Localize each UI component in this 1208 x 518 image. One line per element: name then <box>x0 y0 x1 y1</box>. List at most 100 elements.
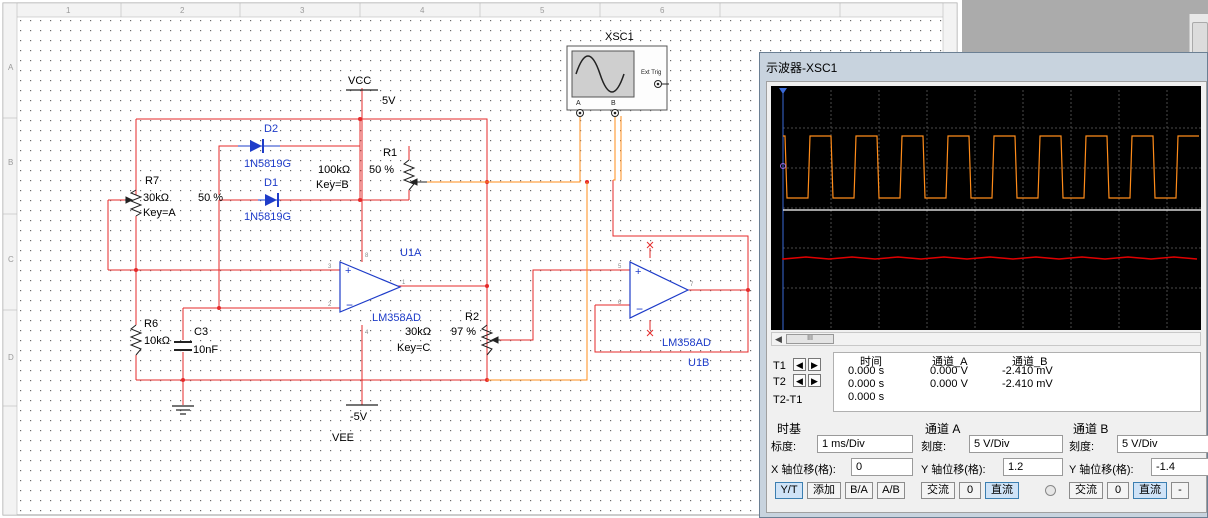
t2-label: T2 <box>773 376 786 388</box>
r7-percent: 50 % <box>198 192 223 204</box>
yt-button[interactable]: Y/T <box>775 482 803 499</box>
r2-value: 30kΩ <box>405 326 431 338</box>
channel-b-zero-button[interactable]: 0 <box>1107 482 1129 499</box>
u1b-part: LM358AD <box>662 337 711 349</box>
pin-label: 4 <box>365 330 369 336</box>
channel-a-dc-button[interactable]: 直流 <box>985 482 1019 499</box>
r6-ref: R6 <box>144 318 158 330</box>
r1-key: Key=B <box>316 179 349 191</box>
resistor-r7[interactable] <box>125 189 143 217</box>
channel-a-ac-button[interactable]: 交流 <box>921 482 955 499</box>
resistor-r1[interactable] <box>402 159 427 191</box>
c3-value: 10nF <box>193 344 218 356</box>
channel-b-ypos-field[interactable]: -1.4 <box>1151 458 1208 476</box>
channel-b-trace <box>782 256 1198 260</box>
r7-key: Key=A <box>143 207 176 219</box>
d1-part: 1N5819G <box>244 211 291 223</box>
svg-text:−: − <box>346 298 353 312</box>
ab-button[interactable]: A/B <box>877 482 905 499</box>
capacitor-c3[interactable] <box>174 341 192 351</box>
r2-key: Key=C <box>397 342 430 354</box>
border-letter: D <box>8 353 14 362</box>
cursor-readouts: T1 ◀ ▶ T2 ◀ ▶ T2-T1 时间 通道_A 通道_B 0.000 s… <box>771 352 1201 412</box>
oscilloscope-window[interactable]: 示波器-XSC1 <box>759 52 1208 518</box>
channel-b-title: 通道 B <box>1073 422 1109 436</box>
channel-b-minus-button[interactable]: - <box>1171 482 1189 499</box>
r2-percent: 97 % <box>451 326 476 338</box>
u1b-ref: U1B <box>688 357 709 369</box>
scope-scroll-thumb[interactable]: III <box>786 334 834 344</box>
instrument-ref: XSC1 <box>605 31 634 43</box>
svg-text:+: + <box>635 266 641 278</box>
timebase-xpos-label: X 轴位移(格): <box>771 464 836 476</box>
diode-d2[interactable] <box>238 139 280 153</box>
border-letter: B <box>8 158 13 167</box>
channel-a-ypos-field[interactable]: 1.2 <box>1003 458 1063 476</box>
channel-a-zero-button[interactable]: 0 <box>959 482 981 499</box>
timebase-xpos-field[interactable]: 0 <box>851 458 913 476</box>
resistor-r2[interactable] <box>480 324 500 356</box>
svg-text:−: − <box>636 302 643 316</box>
r7-ref: R7 <box>145 175 159 187</box>
channel-a-panel: 通道 A 刻度: 5 V/Div Y 轴位移(格): 1.2 交流 0 直流 <box>917 420 1067 512</box>
channel-a-indicator-icon[interactable] <box>1045 485 1056 496</box>
t1-time: 0.000 s <box>848 365 885 377</box>
d1-ref: D1 <box>264 177 278 189</box>
c3-ref: C3 <box>194 326 208 338</box>
t2-left-arrow-icon[interactable]: ◀ <box>793 374 806 387</box>
r1-ref: R1 <box>383 147 397 159</box>
border-number: 4 <box>420 6 425 15</box>
channel-a-ypos-label: Y 轴位移(格): <box>921 464 986 476</box>
channel-a-scale-field[interactable]: 5 V/Div <box>969 435 1063 453</box>
oscilloscope-instrument-xsc1[interactable] <box>566 45 669 117</box>
t2-right-arrow-icon[interactable]: ▶ <box>808 374 821 387</box>
channel-b-ypos-label: Y 轴位移(格): <box>1069 464 1134 476</box>
scroll-left-icon[interactable]: ◀ <box>775 334 782 344</box>
channel-a-scale-label: 刻度: <box>921 441 947 453</box>
oscilloscope-panel: ◀ III T1 ◀ ▶ T2 ◀ ▶ T2-T1 时间 通道_A 通道_B 0… <box>766 81 1208 513</box>
unconnected-pin-marks <box>646 241 654 337</box>
border-number: 1 <box>66 6 71 15</box>
channel-b-scale-label: 刻度: <box>1069 441 1095 453</box>
border-ruler-left <box>3 117 17 407</box>
channel-b-panel: 通道 B 刻度: 5 V/Div Y 轴位移(格): -1.4 交流 0 直流 … <box>1065 420 1208 512</box>
r6-value: 10kΩ <box>144 335 170 347</box>
col-channel-a: 通道_A <box>932 356 968 368</box>
t1-label: T1 <box>773 360 786 372</box>
diff-time: 0.000 s <box>848 391 885 403</box>
t1-right-arrow-icon[interactable]: ▶ <box>808 358 821 371</box>
scope-display[interactable] <box>771 86 1201 330</box>
pin-label: 3 <box>328 264 332 270</box>
resistor-r6[interactable] <box>129 324 143 356</box>
channel-b-ac-button[interactable]: 交流 <box>1069 482 1103 499</box>
opamp-u1a[interactable]: + − <box>339 261 402 313</box>
ba-button[interactable]: B/A <box>845 482 873 499</box>
scope-horizontal-scrollbar[interactable]: ◀ III <box>771 332 1201 346</box>
add-button[interactable]: 添加 <box>807 482 841 499</box>
border-number: 3 <box>300 6 305 15</box>
col-channel-b: 通道_B <box>1012 356 1048 368</box>
timebase-title: 时基 <box>777 422 802 436</box>
diode-d1[interactable] <box>258 193 280 207</box>
border-ruler-top <box>120 3 841 17</box>
timebase-scale-field[interactable]: 1 ms/Div <box>817 435 913 453</box>
measurement-table: 时间 通道_A 通道_B 0.000 s 0.000 V -2.410 mV 0… <box>833 352 1201 412</box>
t1-left-arrow-icon[interactable]: ◀ <box>793 358 806 371</box>
channel-b-scale-field[interactable]: 5 V/Div <box>1117 435 1208 453</box>
scope-probe-wires <box>415 116 622 381</box>
opamp-u1b[interactable]: + − <box>629 261 690 319</box>
pin-label: 1 <box>402 280 406 286</box>
r7-value: 30kΩ <box>143 192 169 204</box>
svg-text:+: + <box>345 265 351 277</box>
border-number: 5 <box>540 6 545 15</box>
ext-trig-label: Ext Trig <box>641 70 661 76</box>
timebase-scale-label: 标度: <box>771 441 797 453</box>
border-number: 6 <box>660 6 665 15</box>
pin-label: 2 <box>328 302 332 308</box>
pin-label: 5 <box>618 264 622 270</box>
t2-time: 0.000 s <box>848 378 885 390</box>
t1-channel-a: 0.000 V <box>930 365 968 377</box>
vcc-value: 5V <box>382 95 396 107</box>
channel-b-dc-button[interactable]: 直流 <box>1133 482 1167 499</box>
t2-t1-label: T2-T1 <box>773 394 803 406</box>
